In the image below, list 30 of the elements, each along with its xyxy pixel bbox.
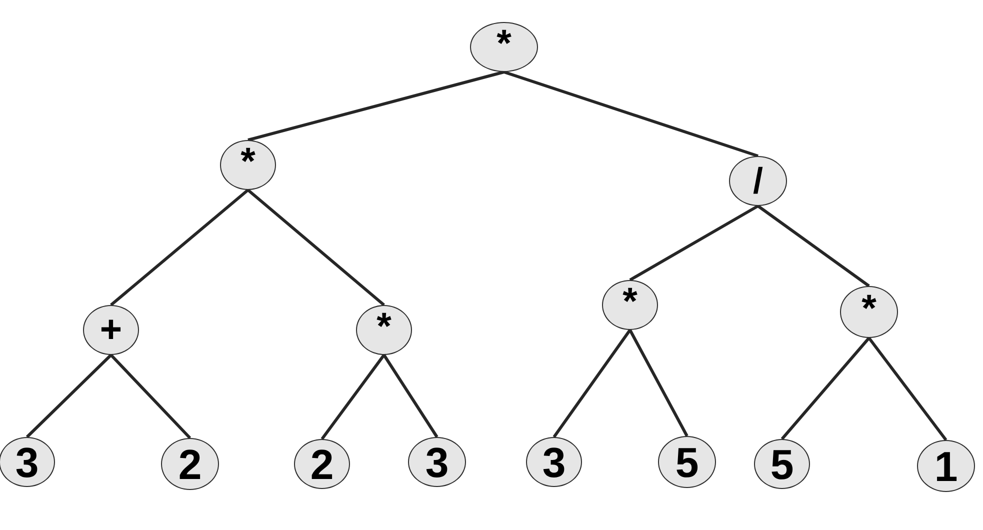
node-label: 2: [310, 444, 334, 486]
tree-edge-line: [504, 70, 758, 158]
tree-edge-line: [628, 329, 688, 437]
node-label: *: [376, 308, 392, 346]
tree-edge-line: [248, 70, 504, 142]
tree-edge-line: [868, 337, 948, 441]
tree-edge-line: [110, 354, 192, 440]
tree-edge-line: [110, 188, 249, 306]
node-label: 3: [425, 442, 449, 484]
tree-edge-line: [247, 188, 385, 306]
tree-edge-line: [26, 354, 112, 438]
node-label: 1: [934, 446, 958, 488]
tree-edge-line: [552, 329, 632, 438]
tree-edge-line: [780, 337, 870, 440]
node-label: *: [496, 25, 512, 63]
tree-node-ellipse: [0, 437, 55, 487]
tree-edge-line: [320, 354, 386, 440]
node-label: +: [100, 311, 122, 349]
node-label: *: [622, 283, 638, 321]
node-label: 2: [178, 444, 202, 486]
node-label: 5: [770, 444, 794, 486]
tree-edge-line: [629, 204, 759, 282]
node-label: *: [862, 290, 876, 328]
tree-edge-line: [757, 204, 870, 288]
tree-edge-line: [382, 354, 438, 438]
node-label: 3: [542, 442, 566, 484]
node-label: 5: [675, 442, 699, 484]
node-label: 3: [15, 442, 39, 484]
node-label: /: [752, 163, 763, 199]
node-label: *: [240, 143, 256, 181]
